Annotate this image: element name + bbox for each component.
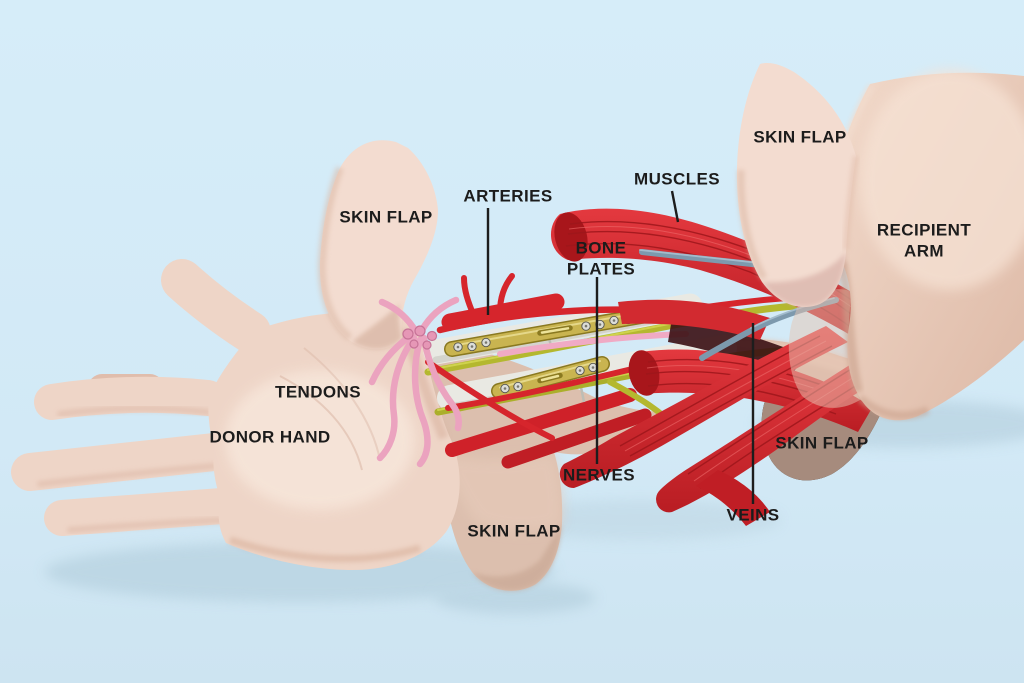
- ground-shadows: [45, 400, 1024, 614]
- label-skin-flap-top-left: SKIN FLAP: [339, 207, 433, 227]
- skin-flap-top-right-shape: [736, 62, 859, 308]
- label-arteries: ARTERIES: [463, 186, 553, 206]
- label-tendons: TENDONS: [275, 382, 361, 402]
- label-bone-plates: BONE PLATES: [566, 238, 636, 278]
- label-nerves: NERVES: [562, 465, 636, 485]
- muscles-leader-line: [670, 190, 680, 223]
- label-donor-hand: DONOR HAND: [209, 427, 331, 447]
- label-veins: VEINS: [726, 505, 780, 525]
- skin-flap-top-left-shape: [317, 140, 438, 350]
- label-skin-flap-bottom: SKIN FLAP: [467, 521, 561, 541]
- recipient-arm-shape: [788, 70, 1024, 421]
- label-skin-flap-right: SKIN FLAP: [775, 433, 869, 453]
- label-recipient-arm: RECIPIENT ARM: [876, 220, 972, 260]
- leader-lines: [486, 190, 755, 504]
- tendon-long: [497, 331, 689, 357]
- label-skin-flap-top-right: SKIN FLAP: [753, 127, 847, 147]
- tendons-shape: [368, 296, 462, 468]
- muscle-straps: [445, 388, 652, 469]
- label-muscles: MUSCLES: [634, 169, 720, 189]
